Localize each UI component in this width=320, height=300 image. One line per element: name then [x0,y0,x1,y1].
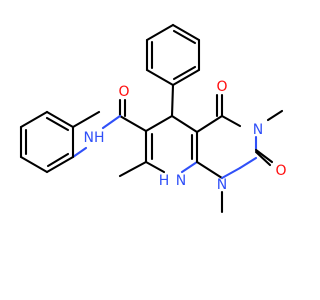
phenyl-ring [145,23,201,118]
bond [254,150,272,167]
bond [19,110,49,129]
oxo-4-label: O [216,79,227,95]
bond [71,146,88,159]
bond [195,114,224,134]
bond [45,116,70,132]
bond [172,65,197,81]
bond [118,114,148,133]
bond [45,110,75,129]
bond [220,114,242,128]
bond [170,114,199,134]
bond [145,23,175,42]
bond [118,160,148,178]
bond [71,110,101,129]
pyridine-ring [144,114,199,174]
molecule-diagram: O NH H N N N O O [19,23,287,214]
bond [172,29,197,45]
ring-nh-nitrogen-label: N [176,173,186,189]
bond [46,152,70,168]
oxo-2-label: O [275,163,286,179]
amide-oxygen-label: O [118,84,129,100]
bond [144,160,166,174]
bond [45,155,75,174]
bond [101,114,122,130]
bond [144,114,174,133]
bond [180,160,199,174]
n1-nitrogen-label: N [217,177,227,193]
bond [220,166,242,180]
bond [19,155,49,174]
n3-nitrogen-label: N [253,122,263,138]
bond [238,156,258,170]
bond [145,68,175,87]
ring-nh-hydrogen-label: H [159,173,170,189]
bond [170,83,175,118]
bond [266,109,284,122]
molecule-structure: O NH H N N N O O [19,23,287,214]
bond [195,160,224,180]
amide-nh-label: NH [84,130,105,146]
pyrimidine-ring [195,114,274,180]
bond [254,148,274,164]
bond [171,68,201,87]
tolyl-ring [19,110,101,174]
bond [171,23,201,42]
